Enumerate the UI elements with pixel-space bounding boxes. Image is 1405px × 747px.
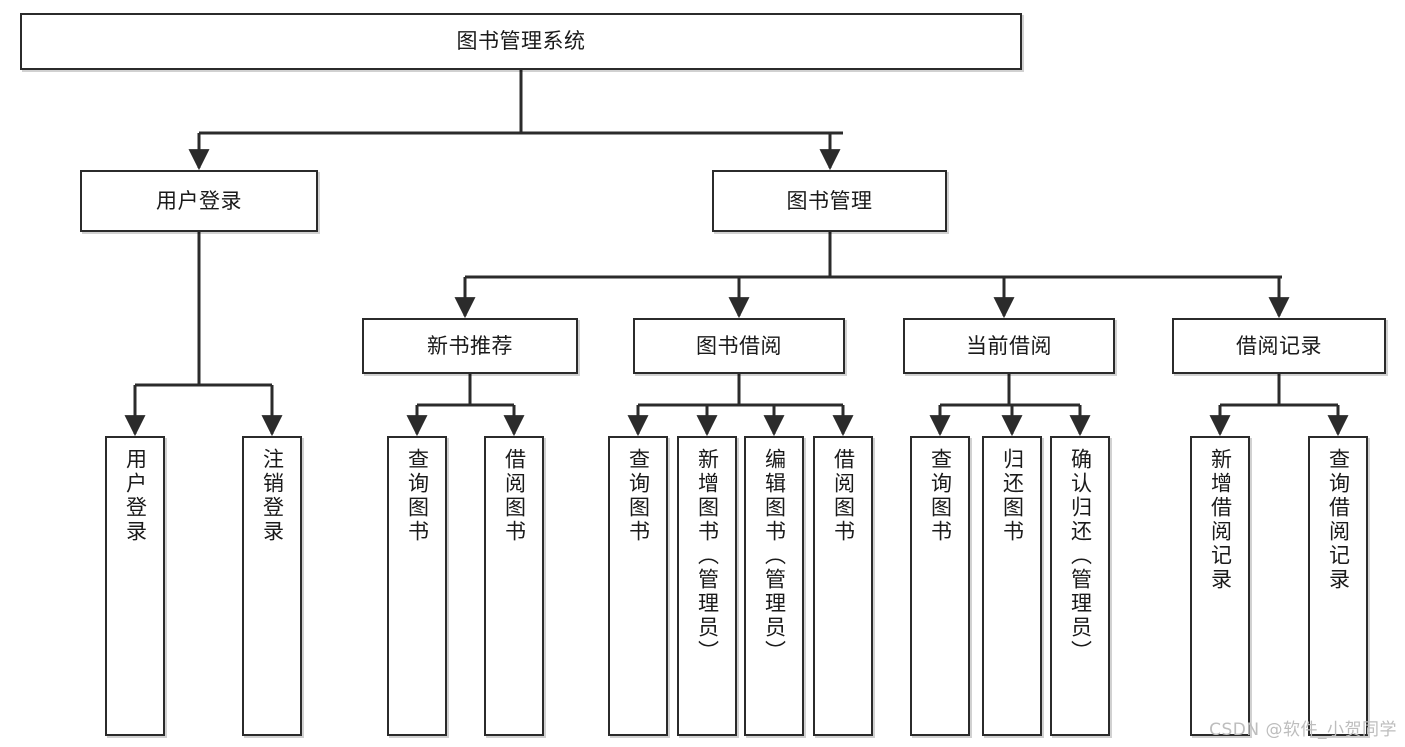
node-leaf-query-borrow-record-label: 查询借阅记录 [1326,448,1351,592]
node-leaf-borrow-book-rec-label: 借阅图书 [502,448,527,544]
node-leaf-add-borrow-record-label: 新增借阅记录 [1208,448,1233,592]
node-leaf-query-book-cur-label: 查询图书 [928,448,953,544]
node-leaf-edit-book-admin-label: 编辑图书（管理员） [762,448,787,664]
node-leaf-query-borrow-record[interactable]: 查询借阅记录 [1308,436,1368,736]
node-leaf-user-logout-label: 注销登录 [260,448,285,544]
node-leaf-add-book-admin-label: 新增图书（管理员） [695,448,720,664]
node-borrow-record-label: 借阅记录 [1236,333,1322,358]
node-root-label: 图书管理系统 [456,29,586,54]
node-root[interactable]: 图书管理系统 [20,13,1022,70]
node-user-login[interactable]: 用户登录 [80,170,318,232]
node-leaf-return-book[interactable]: 归还图书 [982,436,1042,736]
node-book-borrow-label: 图书借阅 [696,333,782,358]
node-leaf-edit-book-admin[interactable]: 编辑图书（管理员） [744,436,804,736]
node-leaf-confirm-return-admin-label: 确认归还（管理员） [1068,448,1093,664]
node-leaf-user-login[interactable]: 用户登录 [105,436,165,736]
node-leaf-query-book-borrow[interactable]: 查询图书 [608,436,668,736]
node-leaf-return-book-label: 归还图书 [1000,448,1025,544]
node-user-login-label: 用户登录 [156,188,242,213]
node-borrow-record[interactable]: 借阅记录 [1172,318,1386,374]
node-leaf-add-book-admin[interactable]: 新增图书（管理员） [677,436,737,736]
node-book-borrow[interactable]: 图书借阅 [633,318,845,374]
node-current-borrow[interactable]: 当前借阅 [903,318,1115,374]
node-leaf-user-logout[interactable]: 注销登录 [242,436,302,736]
node-new-book-recommend[interactable]: 新书推荐 [362,318,578,374]
node-leaf-borrow-book-label: 借阅图书 [831,448,856,544]
node-leaf-query-book-rec[interactable]: 查询图书 [387,436,447,736]
node-book-manage[interactable]: 图书管理 [712,170,947,232]
node-current-borrow-label: 当前借阅 [966,333,1052,358]
node-leaf-add-borrow-record[interactable]: 新增借阅记录 [1190,436,1250,736]
node-book-manage-label: 图书管理 [786,188,873,213]
node-leaf-borrow-book[interactable]: 借阅图书 [813,436,873,736]
node-new-book-recommend-label: 新书推荐 [427,333,513,358]
node-leaf-query-book-borrow-label: 查询图书 [626,448,651,544]
node-leaf-borrow-book-rec[interactable]: 借阅图书 [484,436,544,736]
node-leaf-confirm-return-admin[interactable]: 确认归还（管理员） [1050,436,1110,736]
node-leaf-query-book-rec-label: 查询图书 [405,448,430,544]
node-leaf-query-book-cur[interactable]: 查询图书 [910,436,970,736]
node-leaf-user-login-label: 用户登录 [123,448,148,544]
